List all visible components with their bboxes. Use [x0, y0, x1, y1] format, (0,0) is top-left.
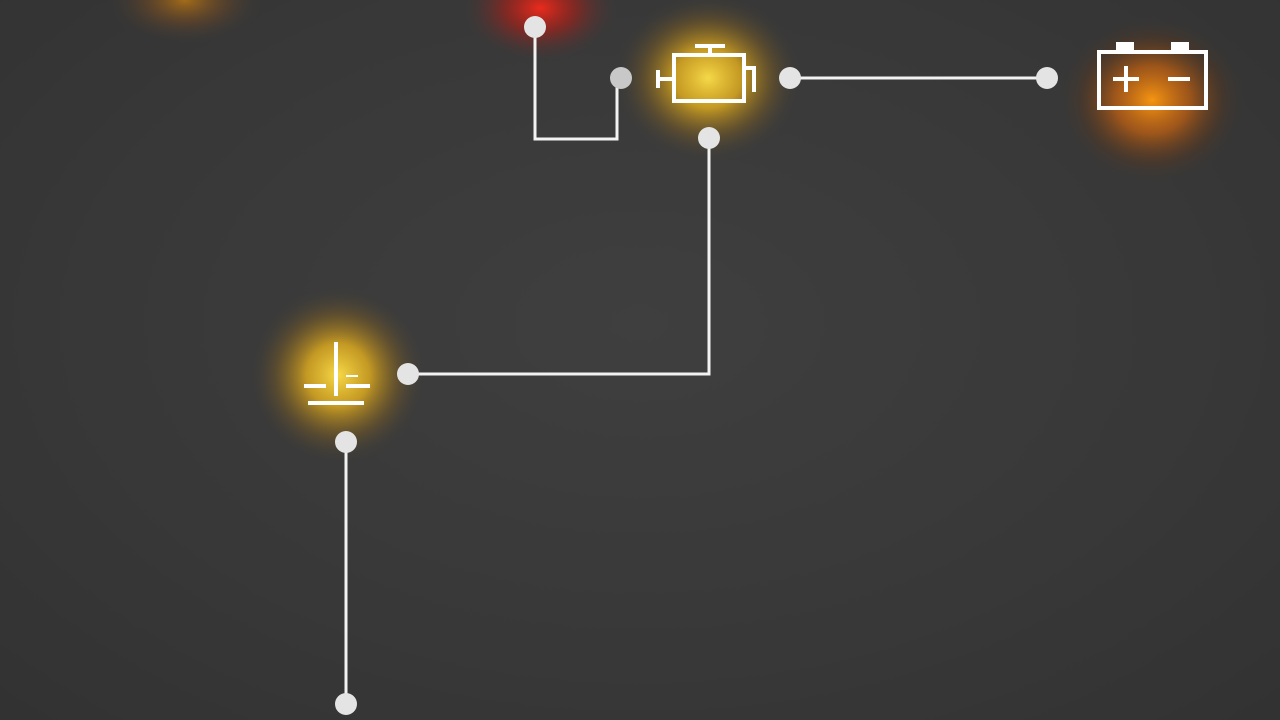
wires — [344, 25, 1049, 706]
node — [397, 363, 419, 385]
node — [1036, 67, 1058, 89]
engine-glow — [613, 0, 803, 163]
wire-engine-to-ground — [406, 136, 711, 376]
wire-red-to-engine — [533, 25, 619, 141]
battery-icon — [1097, 42, 1208, 110]
node — [335, 693, 357, 715]
battery-glow — [1057, 15, 1247, 185]
nodes — [335, 16, 1058, 715]
node — [698, 127, 720, 149]
node — [524, 16, 546, 38]
node — [610, 67, 632, 89]
node — [779, 67, 801, 89]
orange-glow — [105, 0, 265, 45]
ground-symbol-icon — [304, 342, 370, 405]
engine-check-icon — [656, 44, 756, 103]
node — [335, 431, 357, 453]
